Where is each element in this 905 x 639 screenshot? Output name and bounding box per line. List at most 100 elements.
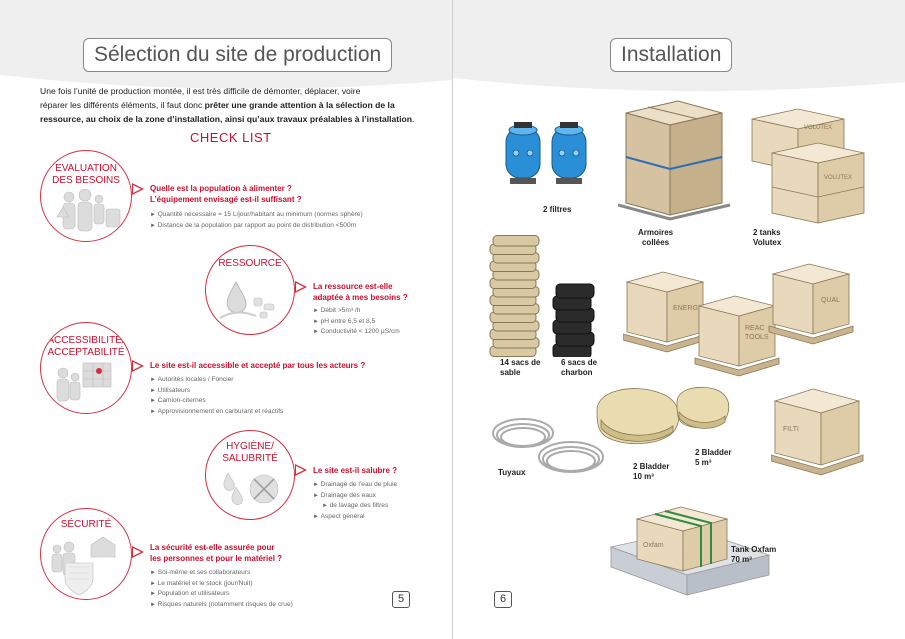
bladder10-label: 2 Bladder 10 m³ bbox=[633, 462, 669, 481]
needs-label-2: DES BESOINS bbox=[52, 175, 120, 186]
bladder5-label-2: 5 m³ bbox=[695, 457, 712, 467]
oxfam-text: Oxfam bbox=[643, 542, 664, 549]
volutex-text: VOLUTEX bbox=[824, 175, 852, 181]
hygiene-circle: HYGIÈNE/ SALUBRITÉ bbox=[205, 430, 295, 520]
tanks-label-2: Volutex bbox=[753, 237, 782, 247]
oxfam-label-2: 70 m³ bbox=[731, 554, 752, 564]
bladder5-label: 2 Bladder 5 m³ bbox=[695, 448, 731, 467]
resource-label: RESSOURCE bbox=[218, 258, 282, 269]
charcoal-label-2: charbon bbox=[561, 367, 593, 377]
security-bullet: Risques naturels (notamment risques de c… bbox=[150, 600, 293, 611]
oxfam-label: Tank Oxfam 70 m³ bbox=[731, 545, 776, 564]
reac-text: REAC bbox=[745, 325, 764, 332]
page-number: 5 bbox=[392, 591, 410, 608]
needs-assessment-circle: EVALUATION DES BESOINS bbox=[40, 150, 132, 242]
intro-paragraph: Une fois l’unité de production montée, i… bbox=[40, 84, 420, 126]
hygiene-bullets: Drainage de l’eau de pluie Drainage des … bbox=[313, 480, 398, 523]
accessibility-bullet: Autorités locales / Foncier bbox=[150, 375, 283, 386]
oxfam-tank-illustration: Oxfam bbox=[609, 506, 771, 596]
needs-bullets: Quantité nécessaire = 15 L/jour/habitant… bbox=[150, 210, 363, 231]
resource-question-1: La ressource est-elle bbox=[313, 282, 393, 291]
security-question: La sécurité est-elle assurée pour les pe… bbox=[150, 543, 282, 564]
intro-text: réparer les différents éléments, il faut… bbox=[40, 100, 205, 110]
resource-question-2: adaptée à mes besoins ? bbox=[313, 292, 408, 302]
hygiene-bullet: Aspect général bbox=[313, 512, 397, 523]
security-bullet: Le matériel et le stock (jour/Nuit) bbox=[150, 579, 293, 590]
hygiene-bullet: Drainage des eaux bbox=[313, 491, 397, 502]
sand-label-2: sable bbox=[500, 367, 521, 377]
accessibility-question: Le site est-il accessible et accepté par… bbox=[150, 361, 366, 370]
pointer-icon bbox=[132, 183, 144, 195]
sand-label-1: 14 sacs de bbox=[500, 358, 541, 367]
checklist-heading: CHECK LIST bbox=[190, 130, 272, 145]
accessibility-circle: ACCESSIBILITÉ/ ACCEPTABILITÉ bbox=[40, 322, 132, 414]
security-question-2: les personnes et pour le matériel ? bbox=[150, 553, 283, 563]
resource-bullet: Débit >5m³ /h bbox=[313, 306, 400, 317]
left-page: Sélection du site de production Une fois… bbox=[0, 0, 452, 639]
volutex-text: VOLUTEX bbox=[804, 125, 832, 131]
intro-bold-text-2: ressource, au choix de la zone d’install… bbox=[40, 114, 413, 124]
hygiene-bullet-continued: de lavage des filtres bbox=[313, 501, 397, 512]
security-label: SÉCURITÉ bbox=[60, 519, 112, 530]
needs-bullet: Quantité nécessaire = 15 L/jour/habitant… bbox=[150, 210, 363, 221]
cabinets-label: Armoires collées bbox=[638, 228, 673, 247]
filter-tanks-illustration bbox=[505, 122, 587, 184]
hygiene-label-1: HYGIÈNE/ bbox=[226, 441, 274, 452]
accessibility-label-1: ACCESSIBILITÉ/ bbox=[47, 335, 125, 346]
resource-bullets: Débit >5m³ /h pH entre 6,5 et 8,5 Conduc… bbox=[313, 306, 400, 338]
right-page: Installation 2 filtres Armoires collées bbox=[453, 0, 905, 639]
tanks-label-1: 2 tanks bbox=[753, 228, 781, 237]
intro-line-2: réparer les différents éléments, il faut… bbox=[40, 98, 420, 112]
needs-label-1: EVALUATION bbox=[55, 163, 117, 174]
sand-bags-illustration bbox=[489, 235, 540, 357]
pipes-illustration bbox=[492, 418, 604, 473]
water-drop-icon bbox=[219, 280, 275, 319]
map-people-icon bbox=[56, 362, 112, 402]
equipment-crates-illustration: ENERG REAC TOOLS QUAL bbox=[623, 263, 854, 377]
accessibility-bullets: Autorités locales / Foncier Utilisateurs… bbox=[150, 375, 284, 418]
page-title: Installation bbox=[610, 38, 733, 72]
hygiene-label-2: SALUBRITÉ bbox=[222, 453, 278, 464]
charcoal-label: 6 sacs de charbon bbox=[561, 358, 597, 377]
resource-bullet: Conductivité < 1200 μS/cm bbox=[313, 327, 400, 338]
bladder10-label-1: 2 Bladder bbox=[633, 462, 670, 471]
security-question-1: La sécurité est-elle assurée pour bbox=[150, 543, 275, 552]
security-bullets: Soi-même et ses collaborateurs Le matéri… bbox=[150, 568, 293, 610]
tanks-label: 2 tanks Volutex bbox=[753, 228, 781, 247]
resource-question: La ressource est-elle adaptée à mes beso… bbox=[313, 282, 408, 303]
security-bullet: Population et utilisateurs bbox=[150, 589, 293, 600]
pointer-icon bbox=[132, 360, 144, 372]
page-number: 6 bbox=[494, 591, 512, 608]
intro-bold-text: prêter une grande attention à la sélecti… bbox=[204, 100, 395, 110]
hygiene-bullet: Drainage de l’eau de pluie bbox=[313, 480, 398, 491]
oxfam-label-1: Tank Oxfam bbox=[731, 545, 777, 554]
filters-label: 2 filtres bbox=[543, 205, 572, 214]
cabinets-label-2: collées bbox=[641, 237, 670, 247]
intro-line-3: ressource, au choix de la zone d’install… bbox=[40, 112, 420, 126]
sand-label: 14 sacs de sable bbox=[500, 358, 540, 377]
security-bullet: Soi-même et ses collaborateurs bbox=[150, 568, 293, 579]
qual-text: QUAL bbox=[821, 297, 840, 304]
filti-crate-illustration: FILTI bbox=[771, 388, 864, 476]
filti-text: FILTI bbox=[783, 426, 799, 433]
resource-circle: RESSOURCE bbox=[205, 245, 295, 335]
pointer-icon bbox=[295, 281, 307, 293]
bag bbox=[492, 235, 540, 247]
accessibility-bullet: Camion-citernes bbox=[150, 396, 283, 407]
accessibility-bullet: Approvisionnement en carburant et réacti… bbox=[150, 407, 284, 418]
tools-text: TOOLS bbox=[745, 334, 769, 341]
bladder5-label-1: 2 Bladder bbox=[695, 448, 732, 457]
security-circle: SÉCURITÉ bbox=[40, 508, 132, 600]
energ-text: ENERG bbox=[673, 305, 698, 312]
accessibility-bullet: Utilisateurs bbox=[150, 386, 283, 397]
pipes-label: Tuyaux bbox=[498, 468, 526, 477]
intro-line-1: Une fois l’unité de production montée, i… bbox=[40, 86, 361, 96]
page-title: Sélection du site de production bbox=[83, 38, 393, 72]
bag bbox=[555, 283, 595, 299]
sanitation-icon bbox=[223, 472, 279, 505]
cabinets-illustration bbox=[618, 100, 731, 221]
charcoal-label-1: 6 sacs de bbox=[561, 358, 598, 367]
resource-bullet: pH entre 6,5 et 8,5 bbox=[313, 317, 400, 328]
needs-question: Quelle est la population à alimenter ? L… bbox=[150, 184, 302, 205]
accessibility-label-2: ACCEPTABILITÉ bbox=[47, 347, 125, 358]
